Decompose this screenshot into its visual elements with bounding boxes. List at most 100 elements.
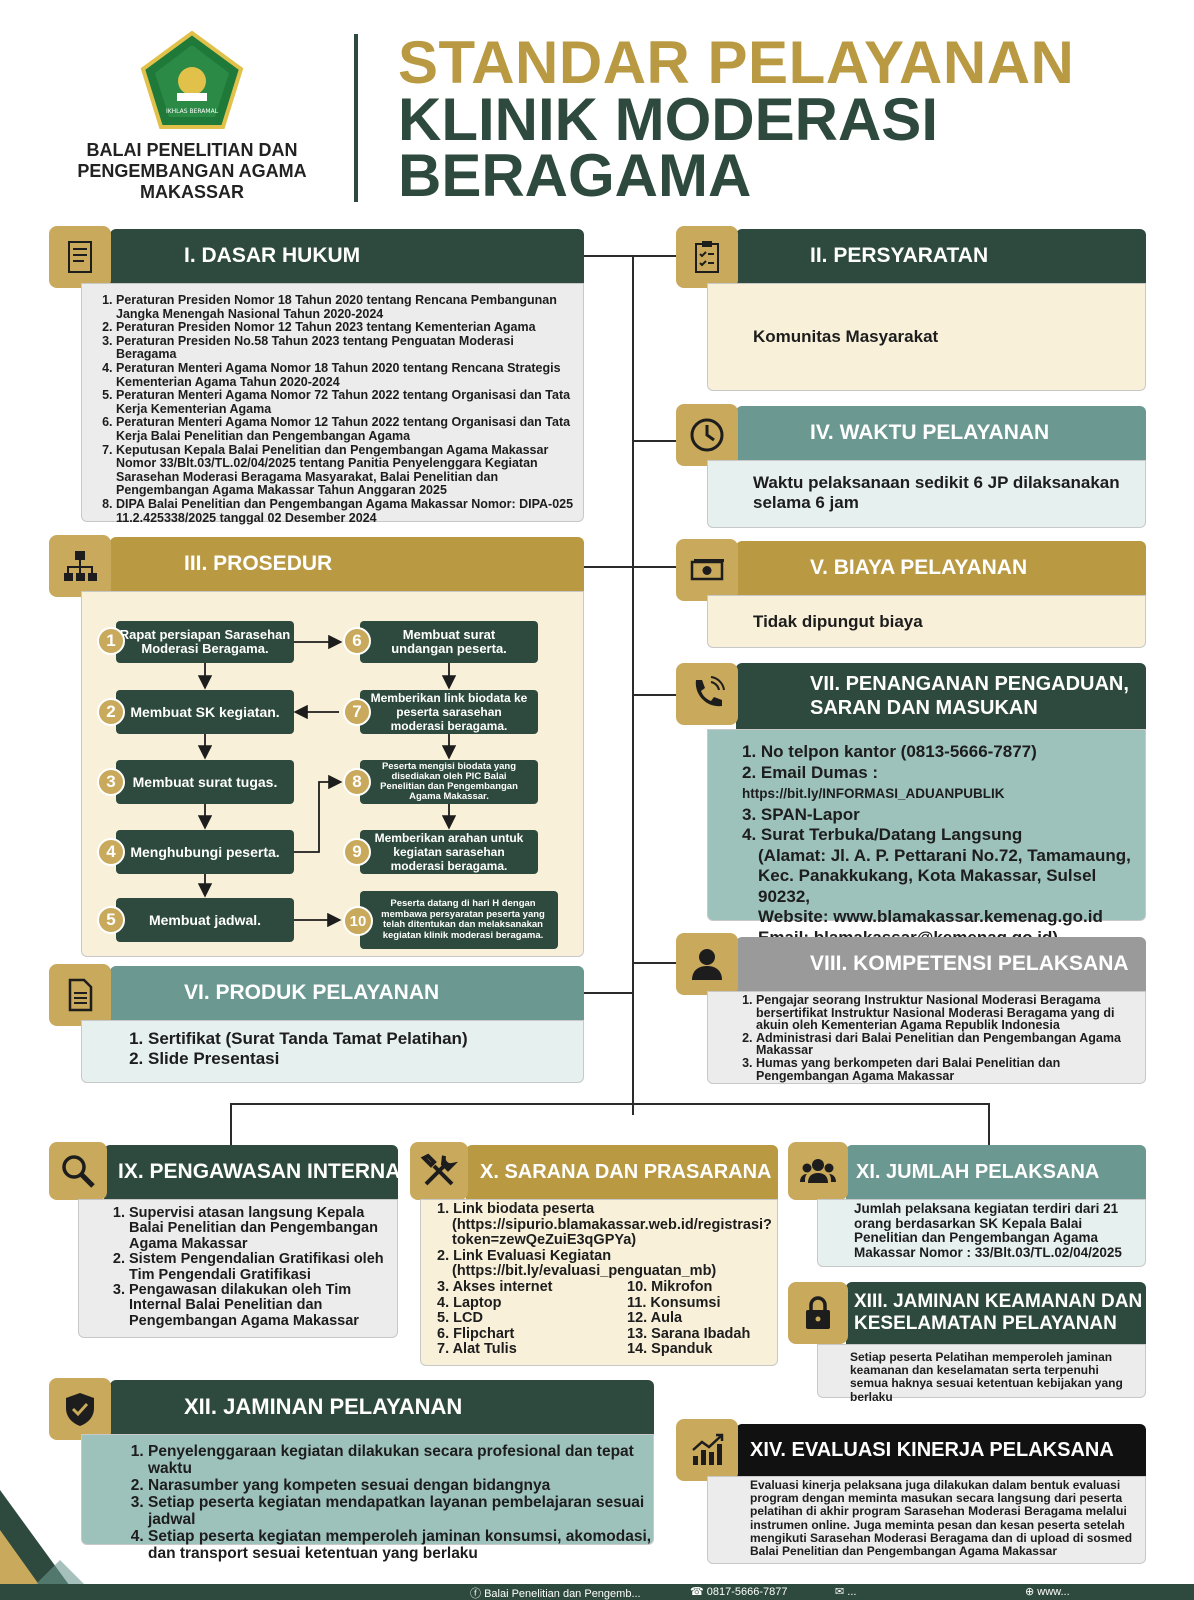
section-title-jumlah: XI. JUMLAH PELAKSANA [846, 1145, 1146, 1199]
phone-small-icon: ☎ [690, 1586, 704, 1598]
dasar-hukum-item: Peraturan Menteri Agama Nomor 12 Tahun 2… [116, 415, 575, 443]
prosedur-step-6: Membuat surat undangan peserta. [360, 621, 538, 663]
kompetensi-list: Pengajar seorang Instruktur Nasional Mod… [736, 994, 1139, 1082]
page-title-line1: STANDAR PELAYANAN [398, 29, 1075, 96]
phone-icon [676, 663, 738, 725]
pengaduan-title-line2: SARAN DAN MASUKAN [810, 697, 1038, 719]
sarana-evaluasi-url[interactable]: (https://bit.ly/evaluasi_penguatan_mb) [452, 1263, 717, 1280]
prosedur-step-2: Membuat SK kegiatan. [116, 690, 294, 734]
sarana-content: 1. Link biodata peserta (https://sipurio… [437, 1201, 773, 1358]
connector-h3 [632, 440, 676, 442]
connector-drop-left [230, 1103, 232, 1145]
produk-item: Sertifikat (Surat Tanda Tamat Pelatihan) [148, 1029, 583, 1049]
prosedur-step-1: Rapat persiapan Sarasehan Moderasi Berag… [116, 621, 294, 663]
pengawasan-item: Supervisi atasan langsung Kepala Balai P… [129, 1205, 393, 1252]
jaminan-keamanan-title-line2: KESELAMATAN PELAYANAN [854, 1313, 1117, 1334]
pengaduan-address: (Alamat: Jl. A. P. Pettarani No.72, Tama… [742, 846, 1139, 949]
jaminan-pelayanan-body: Penyelenggaraan kegiatan dilakukan secar… [81, 1434, 654, 1562]
jaminan-pelayanan-item: Narasumber yang kompeten sesuai dengan b… [148, 1477, 653, 1494]
connector-h4 [632, 694, 676, 696]
jaminan-keamanan-title-line1: XIII. JAMINAN KEAMANAN DAN [854, 1291, 1143, 1312]
produk-body: Sertifikat (Surat Tanda Tamat Pelatihan)… [81, 1020, 584, 1083]
pengaduan-list: 1. No telpon kantor (0813-5666-7877) 2. … [742, 742, 1139, 948]
sarana-body: 1. Link biodata peserta (https://sipurio… [420, 1199, 778, 1366]
pengaduan-email-label: Email Dumas : [760, 762, 879, 782]
clock-icon [676, 404, 738, 466]
step-number-10: 10 [343, 906, 373, 936]
user-icon [676, 933, 738, 995]
pengawasan-item: Pengawasan dilakukan oleh Tim Internal B… [129, 1282, 393, 1329]
clipboard-icon [676, 226, 738, 288]
pengaduan-item-4: 4. Surat Terbuka/Datang Langsung [742, 825, 1023, 844]
section-title-evaluasi: XIV. EVALUASI KINERJA PELAKSANA [736, 1424, 1146, 1476]
step-number-8: 8 [343, 768, 371, 796]
footer-email[interactable]: ✉ ... [835, 1585, 856, 1598]
dasar-hukum-item: Peraturan Presiden Nomor 12 Tahun 2023 t… [116, 321, 575, 335]
pengaduan-body: 1. No telpon kantor (0813-5666-7877) 2. … [707, 729, 1146, 947]
sarana-item: 4. Laptop [437, 1294, 502, 1311]
footer-facebook-text: Balai Penelitian dan Pengemb... [484, 1588, 641, 1600]
dasar-hukum-body: Peraturan Presiden Nomor 18 Tahun 2020 t… [81, 283, 584, 525]
persyaratan-text: Komunitas Masyarakat [753, 327, 939, 346]
evaluasi-body: Evaluasi kinerja pelaksana juga dilakuka… [707, 1476, 1146, 1564]
pengaduan-title-line1: VII. PENANGANAN PENGADUAN, [810, 673, 1129, 695]
jaminan-pelayanan-item: Penyelenggaraan kegiatan dilakukan secar… [148, 1443, 653, 1477]
footer-facebook[interactable]: ⓕ Balai Penelitian dan Pengemb... [470, 1585, 641, 1600]
footer-website[interactable]: ⊕ www... [1025, 1585, 1070, 1598]
sarana-item: 3. Akses internet [437, 1278, 553, 1295]
address-line: Kec. Panakkukang, Kota Makassar, Sulsel … [758, 866, 1097, 906]
dasar-hukum-item: Keputusan Kepala Balai Penelitian dan Pe… [116, 443, 575, 498]
prosedur-arrows [197, 634, 457, 928]
section-title-persyaratan: II. PERSYARATAN [736, 229, 1146, 283]
prosedur-step-7: Memberikan link biodata ke peserta saras… [360, 690, 538, 734]
section-title-pengawasan: IX. PENGAWASAN INTERNAL [104, 1145, 413, 1199]
biaya-body: Tidak dipungut biaya [707, 595, 1146, 648]
money-icon [676, 539, 738, 601]
kompetensi-item: Administrasi dari Balai Penelitian dan P… [756, 1031, 1139, 1057]
produk-list: Sertifikat (Surat Tanda Tamat Pelatihan)… [128, 1029, 583, 1069]
sarana-item: 5. LCD [437, 1310, 483, 1327]
step-number-3: 3 [97, 768, 125, 796]
pengaduan-email-link[interactable]: https://bit.ly/INFORMASI_ADUANPUBLIK [742, 786, 1005, 801]
footer-bar [0, 1584, 1194, 1600]
step-number-9: 9 [343, 838, 371, 866]
section-title-jaminan-pelayanan: XII. JAMINAN PELAYANAN [110, 1380, 654, 1434]
connector-trunk [632, 255, 634, 1115]
globe-icon: ⊕ [1025, 1586, 1035, 1598]
jaminan-pelayanan-list: Penyelenggaraan kegiatan dilakukan secar… [128, 1443, 653, 1562]
pengawasan-body: Supervisi atasan langsung Kepala Balai P… [78, 1199, 398, 1338]
connector-h1 [582, 255, 676, 257]
section-title-sarana: X. SARANA DAN PRASARANA [466, 1145, 778, 1199]
connector-h5 [632, 962, 676, 964]
pengawasan-item: Sistem Pengendalian Gratifikasi oleh Tim… [129, 1252, 393, 1283]
sarana-biodata-url[interactable]: (https://sipurio.blamakassar.web.id/regi… [452, 1216, 772, 1249]
dasar-hukum-item: DIPA Balai Penelitian dan Pengembangan A… [116, 497, 575, 525]
produk-item: Slide Presentasi [148, 1049, 583, 1069]
jaminan-keamanan-body: Setiap peserta Pelatihan memperoleh jami… [817, 1344, 1146, 1403]
group-icon [788, 1142, 848, 1200]
pengawasan-list: Supervisi atasan langsung Kepala Balai P… [109, 1205, 393, 1329]
persyaratan-body: Komunitas Masyarakat [707, 283, 1146, 391]
evaluasi-text: Evaluasi kinerja pelaksana juga dilakuka… [750, 1478, 1133, 1559]
sarana-item: 7. Alat Tulis [437, 1341, 517, 1358]
connector-h2 [582, 566, 676, 568]
step-number-4: 4 [97, 838, 125, 866]
prosedur-step-4: Menghubungi peserta. [116, 830, 294, 874]
prosedur-step-9: Memberikan arahan untuk kegiatan saraseh… [360, 830, 538, 874]
footer-website-text: www... [1037, 1586, 1070, 1598]
sarana-item-2: 2. Link Evaluasi Kegiatan [437, 1247, 612, 1264]
section-title-prosedur: III. PROSEDUR [110, 537, 584, 591]
footer-phone[interactable]: ☎ 0817-5666-7877 [690, 1585, 788, 1598]
dasar-hukum-item: Peraturan Presiden Nomor 18 Tahun 2020 t… [116, 293, 575, 321]
sarana-item: 14. Spanduk [627, 1341, 713, 1358]
sarana-biodata-label: Link biodata peserta [453, 1201, 595, 1217]
pengaduan-item-1: 1. No telpon kantor (0813-5666-7877) [742, 742, 1037, 761]
page-title-line3: BERAGAMA [398, 142, 752, 209]
organization-name: BALAI PENELITIAN DAN PENGEMBANGAN AGAMA … [77, 140, 307, 202]
biaya-text: Tidak dipungut biaya [753, 611, 923, 631]
sarana-item: 13. Sarana Ibadah [627, 1325, 751, 1342]
section-title-waktu: IV. WAKTU PELAYANAN [736, 406, 1146, 460]
